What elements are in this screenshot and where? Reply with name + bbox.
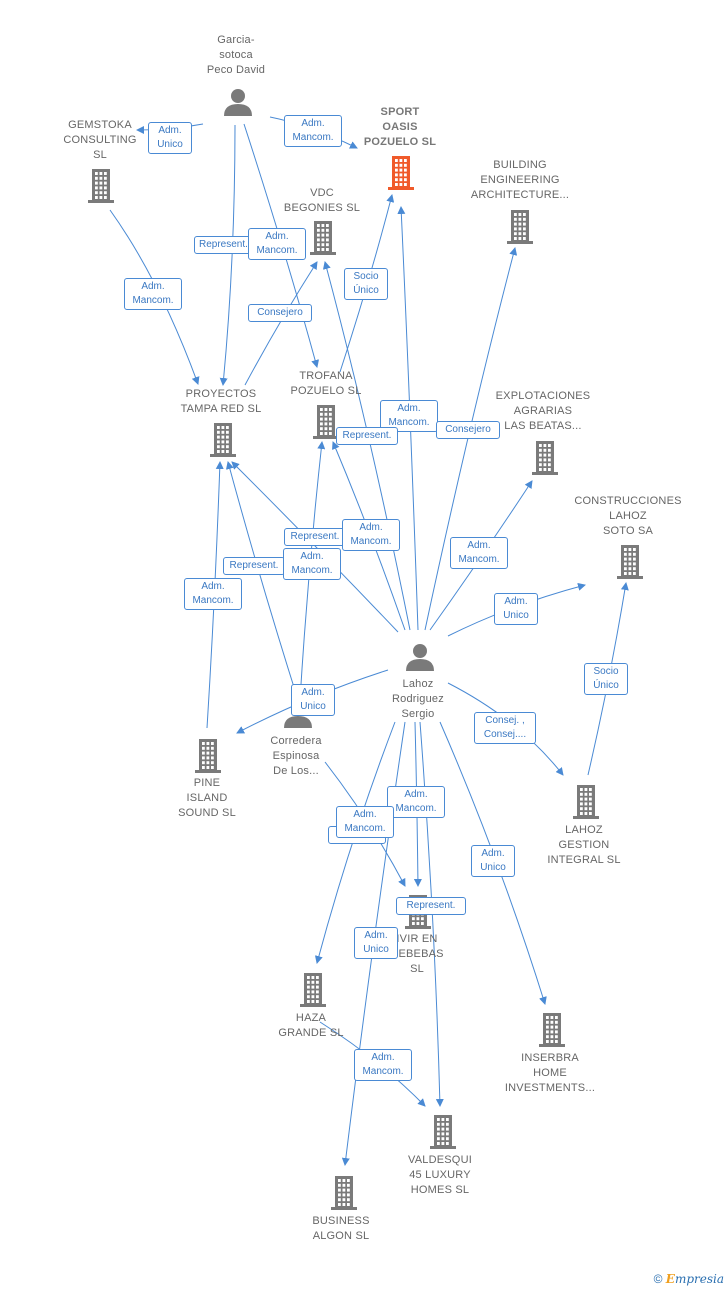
- node-label-lahoz: Lahoz Rodriguez Sergio: [392, 678, 444, 720]
- node-label-proyectos: PROYECTOS TAMPA RED SL: [180, 388, 262, 415]
- node-label-valdesqui: VALDESQUI 45 LUXURY HOMES SL: [408, 1154, 472, 1196]
- copyright-symbol: ©: [653, 1272, 663, 1286]
- edge-label-haza-valdesqui[interactable]: Adm. Mancom.: [354, 1049, 412, 1081]
- lahozgestion-building-icon: [573, 785, 599, 819]
- garcia-person-icon: [224, 89, 252, 116]
- footer-brand: © Empresia: [654, 1272, 724, 1286]
- node-label-building: BUILDING ENGINEERING ARCHITECTURE...: [470, 159, 570, 201]
- edge-label-lahoz-sport[interactable]: Adm. Mancom.: [380, 400, 438, 432]
- edge-label-lahoz-trofana[interactable]: Represent.: [336, 427, 398, 445]
- edge-label-corredera-trofana[interactable]: Adm. Mancom.: [283, 548, 341, 580]
- node-label-sport: SPORT OASIS POZUELO SL: [363, 106, 437, 148]
- node-label-ivir: IVIR EN DEBEBAS SL: [390, 933, 444, 975]
- brand-logo-text: mpresia: [674, 1272, 724, 1286]
- edge-proyectos-vdc: [244, 261, 318, 386]
- edge-label-lahoz-pine[interactable]: Adm. Unico: [291, 684, 335, 716]
- trofana-building-icon: [313, 405, 339, 439]
- lahoz-person-icon: [406, 644, 434, 671]
- haza-building-icon: [300, 973, 326, 1007]
- proyectos-building-icon: [210, 423, 236, 457]
- edge-label-proyectos-vdc[interactable]: Consejero: [248, 304, 312, 322]
- edge-label-lahoz-inserbra[interactable]: Adm. Unico: [471, 845, 515, 877]
- vdc-building-icon: [310, 221, 336, 255]
- edge-garcia-proyectos: [219, 124, 236, 386]
- node-label-pine: PINE ISLAND SOUND SL: [178, 777, 236, 819]
- pine-building-icon: [195, 739, 221, 773]
- node-label-inserbra: INSERBRA HOME INVESTMENTS...: [504, 1052, 596, 1094]
- node-label-gemstoka: GEMSTOKA CONSULTING SL: [63, 119, 137, 161]
- edge-label-lahoz-business[interactable]: Adm. Unico: [354, 927, 398, 959]
- edge-label-lahoz-ivir[interactable]: Adm. Mancom.: [387, 786, 445, 818]
- edge-label-garcia-trofana[interactable]: Adm. Mancom.: [248, 228, 306, 260]
- gemstoka-building-icon: [88, 169, 114, 203]
- brand-logo: Empresia: [666, 1272, 724, 1286]
- edge-label-lahoz-construcciones[interactable]: Adm. Unico: [494, 593, 538, 625]
- node-label-garcia: Garcia- sotoca Peco David: [206, 34, 266, 76]
- brand-logo-e: E: [665, 1272, 675, 1286]
- building-eng-building-icon: [507, 210, 533, 244]
- edge-label-lahoz-explotaciones[interactable]: Adm. Mancom.: [450, 537, 508, 569]
- node-label-trofana: TROFANA POZUELO SL: [290, 370, 362, 397]
- explotaciones-building-icon: [532, 441, 558, 475]
- node-label-lahozgestion: LAHOZ GESTION INTEGRAL SL: [547, 824, 621, 866]
- edge-label-trofana-sport[interactable]: Socio Único: [344, 268, 388, 300]
- edge-lahoz-valdesqui: [419, 721, 444, 1107]
- edge-label-corredera-ivir[interactable]: Represent.: [396, 897, 466, 915]
- edge-label-lahoz-vdc[interactable]: Adm. Mancom.: [342, 519, 400, 551]
- node-label-haza: HAZA GRANDE SL: [278, 1012, 344, 1039]
- edge-label-garcia-proyectos[interactable]: Represent.: [194, 236, 252, 254]
- edge-label-garcia-gemstoka[interactable]: Adm. Unico: [148, 122, 192, 154]
- business-building-icon: [331, 1176, 357, 1210]
- edge-label-garcia-sport[interactable]: Adm. Mancom.: [284, 115, 342, 147]
- node-label-vdc: VDC BEGONIES SL: [283, 187, 361, 214]
- edge-label-lahozgestion-construcciones[interactable]: Socio Único: [584, 663, 628, 695]
- node-label-business: BUSINESS ALGON SL: [312, 1215, 370, 1242]
- edge-label-lahoz-lahozgestion[interactable]: Consej. , Consej....: [474, 712, 536, 744]
- node-label-corredera: Corredera Espinosa De Los...: [270, 735, 322, 777]
- valdesqui-building-icon: [430, 1115, 456, 1149]
- sport-building-icon: [388, 156, 414, 190]
- edge-corredera-proyectos: [225, 461, 299, 701]
- node-label-explotaciones: EXPLOTACIONES AGRARIAS LAS BEATAS...: [495, 390, 591, 432]
- edge-label-pine-proyectos[interactable]: Adm. Mancom.: [184, 578, 242, 610]
- edge-label-gemstoka-proyectos[interactable]: Adm. Mancom.: [124, 278, 182, 310]
- edge-label-lahoz-haza[interactable]: Adm. Mancom.: [336, 806, 394, 838]
- inserbra-building-icon: [539, 1013, 565, 1047]
- node-label-construcciones: CONSTRUCCIONES LAHOZ SOTO SA: [574, 495, 682, 537]
- edge-label-lahoz-proyectos-1[interactable]: Represent.: [284, 528, 346, 546]
- construcciones-building-icon: [617, 545, 643, 579]
- edge-label-lahoz-building[interactable]: Consejero: [436, 421, 500, 439]
- edge-label-corredera-proyectos[interactable]: Represent.: [223, 557, 285, 575]
